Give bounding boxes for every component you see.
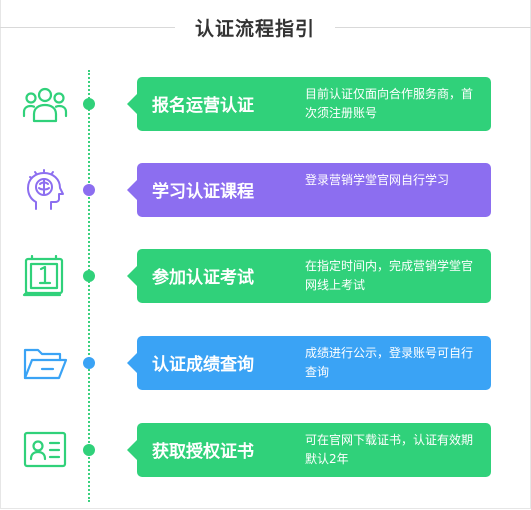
step-card[interactable]: 参加认证考试 在指定时间内，完成营销学堂官网线上考试 xyxy=(127,249,491,303)
step-title: 报名运营认证 xyxy=(152,96,254,116)
brain-head-icon xyxy=(22,169,68,211)
timeline-line xyxy=(88,70,90,502)
step-description: 可在官网下载证书，认证有效期默认2年 xyxy=(305,433,474,466)
step-description: 目前认证仅面向合作服务商，首次须注册账号 xyxy=(305,87,474,120)
step-title: 参加认证考试 xyxy=(152,268,254,288)
step-results: 认证成绩查询 成绩进行公示，登录账号可自行查询 xyxy=(0,336,531,392)
timeline-dot xyxy=(83,98,95,110)
step-title: 学习认证课程 xyxy=(152,182,254,202)
step-card[interactable]: 报名运营认证 目前认证仅面向合作服务商，首次须注册账号 xyxy=(127,77,491,131)
timeline-dot xyxy=(83,184,95,196)
timeline-dot xyxy=(83,444,95,456)
id-card-icon xyxy=(22,429,68,471)
step-card[interactable]: 学习认证课程 登录营销学堂官网自行学习 xyxy=(127,163,491,217)
step-card[interactable]: 认证成绩查询 成绩进行公示，登录账号可自行查询 xyxy=(127,336,491,390)
step-certificate: 获取授权证书 可在官网下载证书，认证有效期默认2年 xyxy=(0,423,531,479)
timeline-dot xyxy=(83,357,95,369)
step-description: 登录营销学堂官网自行学习 xyxy=(305,173,450,187)
step-title: 认证成绩查询 xyxy=(152,355,254,375)
step-description: 在指定时间内，完成营销学堂官网线上考试 xyxy=(305,259,474,292)
timeline-dot xyxy=(83,270,95,282)
header-divider-right xyxy=(335,27,531,28)
step-description: 成绩进行公示，登录账号可自行查询 xyxy=(305,346,474,379)
header-divider-left xyxy=(0,27,175,28)
step-title: 获取授权证书 xyxy=(152,442,254,462)
page-title: 认证流程指引 xyxy=(194,18,315,40)
people-group-icon xyxy=(22,83,68,125)
step-register: 报名运营认证 目前认证仅面向合作服务商，首次须注册账号 xyxy=(0,77,531,133)
calendar-exam-icon xyxy=(22,254,68,297)
step-card[interactable]: 获取授权证书 可在官网下载证书，认证有效期默认2年 xyxy=(127,423,491,477)
step-study: 学习认证课程 登录营销学堂官网自行学习 xyxy=(0,163,531,219)
folder-icon xyxy=(22,342,68,384)
step-exam: 参加认证考试 在指定时间内，完成营销学堂官网线上考试 xyxy=(0,249,531,305)
